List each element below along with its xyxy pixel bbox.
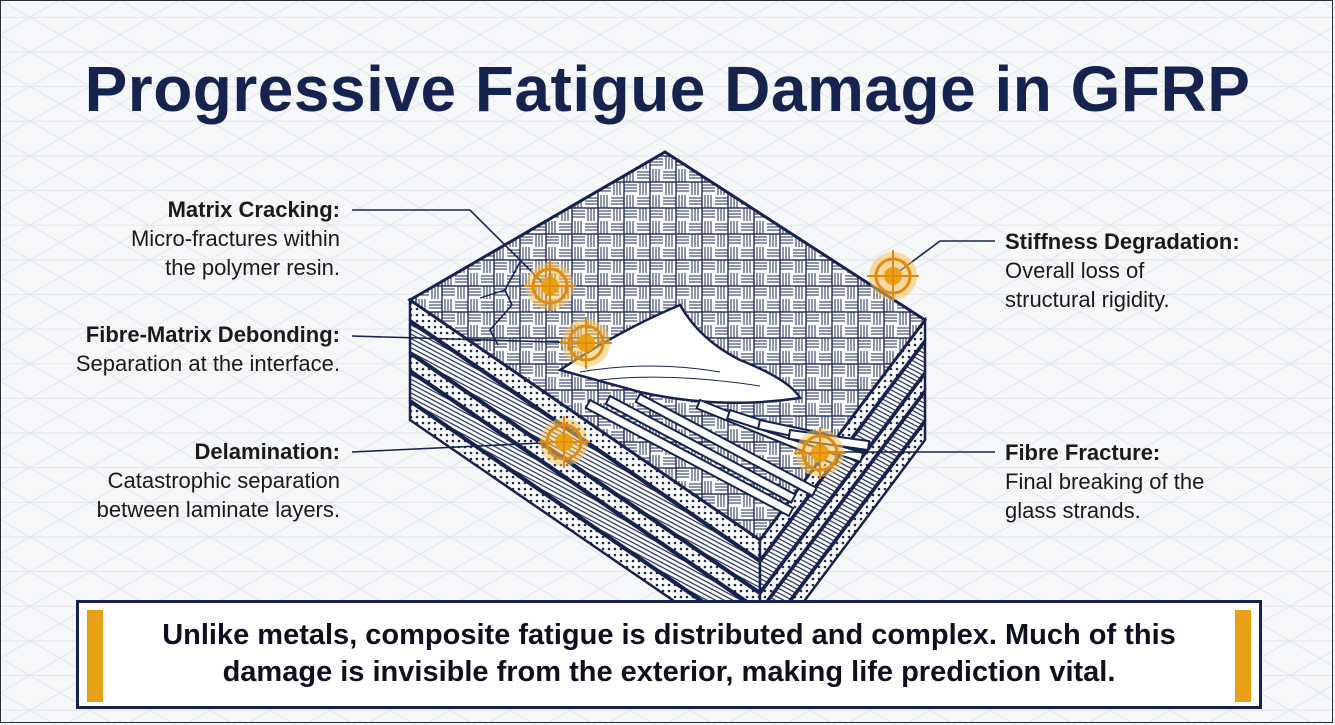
label-delamination: Delamination: Catastrophic separation be…	[97, 437, 340, 524]
label-description: Catastrophic separation between laminate…	[96, 468, 340, 522]
label-heading: Matrix Cracking:	[167, 197, 340, 222]
label-heading: Stiffness Degradation:	[1005, 229, 1240, 254]
label-description: Separation at the interface.	[75, 351, 340, 376]
leader-lines	[351, 209, 995, 453]
label-description: Final breaking of the glass strands.	[1005, 469, 1205, 523]
accent-bar-right	[1235, 610, 1251, 702]
matrix-crack	[489, 261, 521, 346]
label-heading: Fibre Fracture:	[1005, 440, 1161, 465]
summary-text: Unlike metals, composite fatigue is dist…	[162, 619, 1176, 688]
label-description: Micro-fractures within the polymer resin…	[130, 226, 340, 280]
label-heading: Fibre-Matrix Debonding:	[85, 322, 340, 347]
label-fibre-matrix-debonding: Fibre-Matrix Debonding: Separation at th…	[76, 320, 340, 378]
page-title: Progressive Fatigue Damage in GFRP	[84, 53, 1251, 125]
label-heading: Delamination:	[194, 439, 340, 464]
target-marker-icon	[524, 250, 919, 479]
label-fibre-fracture: Fibre Fracture: Final breaking of the gl…	[1005, 438, 1204, 525]
label-description: Overall loss of structural rigidity.	[1005, 258, 1170, 312]
summary-callout: Unlike metals, composite fatigue is dist…	[76, 600, 1262, 709]
label-stiffness-degradation: Stiffness Degradation: Overall loss of s…	[1005, 227, 1240, 314]
label-matrix-cracking: Matrix Cracking: Micro-fractures within …	[131, 195, 340, 282]
accent-bar-left	[87, 610, 103, 702]
